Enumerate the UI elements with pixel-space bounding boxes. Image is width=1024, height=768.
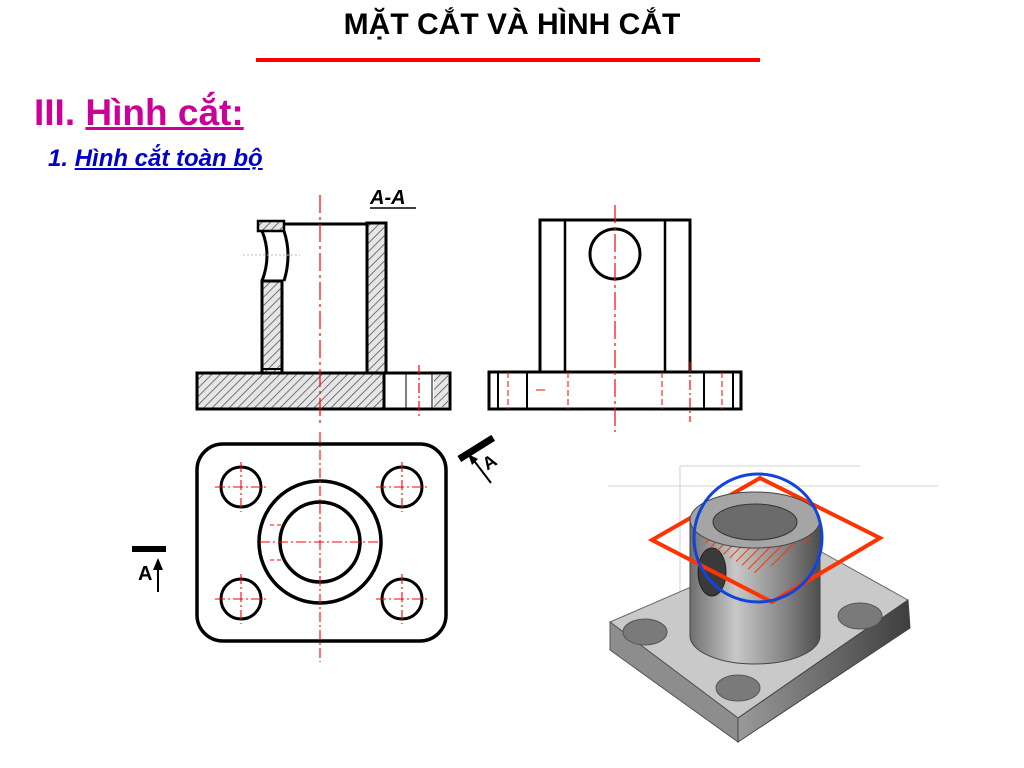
section-view-a-a: A-A <box>195 187 452 425</box>
section-title: Hình cắt: <box>85 92 244 133</box>
subsection-heading: 1. Hình cắt toàn bộ <box>48 145 263 173</box>
section-highlight-circle <box>692 472 824 604</box>
cut-label-left: A <box>138 563 152 585</box>
cut-plane-mark-left <box>132 546 166 552</box>
arrowhead <box>468 454 478 465</box>
subsection-title: Hình cắt toàn bộ <box>74 145 263 172</box>
section-number: III. <box>34 92 76 133</box>
side-view <box>487 205 743 432</box>
title-underline <box>256 58 760 62</box>
base-hole <box>622 618 668 646</box>
isometric-view <box>608 465 938 743</box>
flange-end-hatch <box>434 375 448 407</box>
top-view: A A <box>132 432 500 662</box>
section-heading: III. Hình cắt: <box>34 92 244 134</box>
cut-plane-mark-right <box>457 434 496 462</box>
flange-section-hatch <box>195 371 386 411</box>
section-view-label: A-A <box>369 187 406 209</box>
base-hole <box>715 674 761 702</box>
boss-bore <box>712 503 798 541</box>
base-hole <box>837 602 883 630</box>
base-right-face <box>737 599 911 743</box>
view-arrow-right <box>471 457 492 484</box>
side-hole-curve <box>260 230 290 282</box>
top-centerlines <box>215 432 428 662</box>
boss-left-stub <box>256 219 286 233</box>
boss-left-wall <box>260 279 284 375</box>
boss-right-wall <box>365 221 388 375</box>
page-title: MẶT CẮT VÀ HÌNH CẮT <box>343 8 681 41</box>
subsection-number: 1. <box>48 145 69 172</box>
arrowhead <box>153 558 163 570</box>
